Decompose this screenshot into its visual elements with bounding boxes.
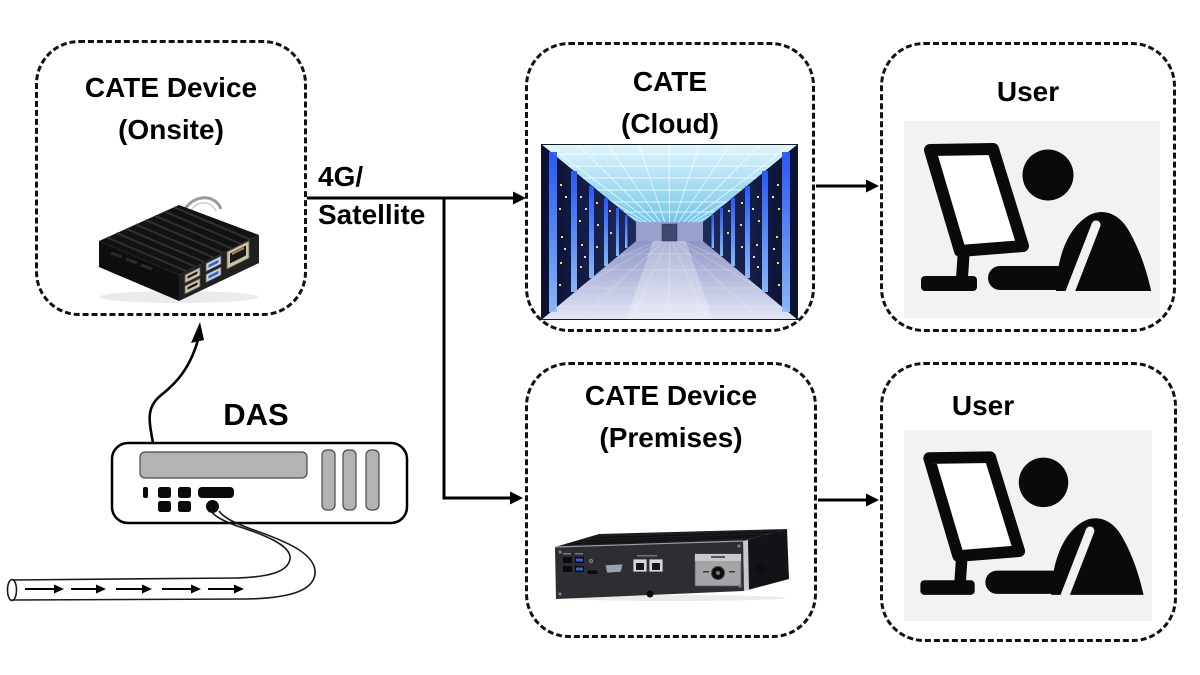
node-user-top: User (880, 42, 1176, 332)
cloud-title-line2: (Cloud) (621, 108, 719, 139)
monitor-icon (924, 143, 1029, 257)
fiber-cable-drawing (6, 510, 316, 602)
datacenter-right-racks (703, 144, 798, 320)
onsite-device-ports (184, 240, 250, 295)
datacenter-floor (541, 241, 798, 320)
das-vent-slots (321, 449, 380, 511)
cloud-title: CATE (Cloud) (528, 61, 812, 145)
premises-device-ports (558, 544, 767, 598)
premises-device-mesh (566, 531, 778, 545)
datacenter-indicator-lights-blue (564, 196, 775, 258)
desk-arm-icon (988, 266, 1070, 290)
arrow-cloud-to-user (816, 179, 879, 193)
link-label-line1: 4G/ (318, 161, 364, 192)
monitor-foot-icon (920, 580, 975, 595)
user-top-title: User (996, 76, 1060, 107)
datacenter-photo (541, 144, 798, 320)
monitor-icon (923, 451, 1026, 562)
das-buttons (143, 487, 234, 513)
arrow-onsite-to-cloud (307, 191, 526, 205)
das-fiber-port (206, 500, 219, 513)
onsite-title: CATE Device (Onsite) (38, 67, 304, 151)
person-head-icon (1022, 149, 1074, 201)
node-cate-device-premises: CATE Device (Premises) (525, 362, 817, 638)
premises-device-right-face (743, 529, 789, 591)
arrow-premises-to-user (818, 493, 879, 507)
cloud-title-line1: CATE (632, 66, 708, 97)
node-user-bottom: User (880, 362, 1177, 642)
user-workstation-icon (903, 430, 1153, 621)
node-cate-cloud: CATE (Cloud) (525, 42, 815, 332)
node-cate-device-onsite: CATE Device (Onsite) (35, 40, 307, 316)
onsite-title-line1: CATE Device (84, 72, 258, 103)
desk-arm-icon (985, 570, 1065, 594)
datacenter-left-racks (541, 144, 636, 320)
user-workstation-icon (904, 121, 1160, 318)
fiber-flow-arrows (25, 584, 244, 594)
vga-port (604, 563, 624, 574)
arrow-das-to-onsite (148, 322, 204, 444)
monitor-leg-icon (956, 247, 970, 278)
user-bottom-title: User (951, 390, 1015, 421)
premises-device-photo (554, 529, 789, 601)
datacenter-door (661, 223, 678, 242)
premises-title: CATE Device (Premises) (528, 375, 814, 459)
datacenter-led-strips (549, 152, 790, 312)
das-display-panel (139, 451, 308, 479)
arrow-branch-to-premises (442, 198, 523, 505)
link-label-4g-satellite: 4G/ Satellite (318, 158, 425, 234)
monitor-foot-icon (921, 276, 977, 291)
link-label-line2: Satellite (318, 199, 426, 230)
premises-title-line1: CATE Device (584, 380, 758, 411)
das-label: DAS (223, 397, 289, 432)
premises-title-line2: (Premises) (599, 422, 743, 453)
monitor-leg-icon (954, 552, 968, 583)
onsite-title-line2: (Onsite) (118, 114, 224, 145)
onsite-device-heatsink-top (99, 205, 259, 275)
onsite-device-photo (99, 196, 259, 303)
person-head-icon (1018, 457, 1069, 508)
onsite-device-side-slots (110, 251, 153, 271)
das-device-drawing (110, 441, 409, 525)
onsite-device-heatsink-fins (106, 206, 255, 273)
datacenter-indicator-lights (559, 184, 780, 286)
fiber-pipe-end-cap (6, 578, 18, 602)
